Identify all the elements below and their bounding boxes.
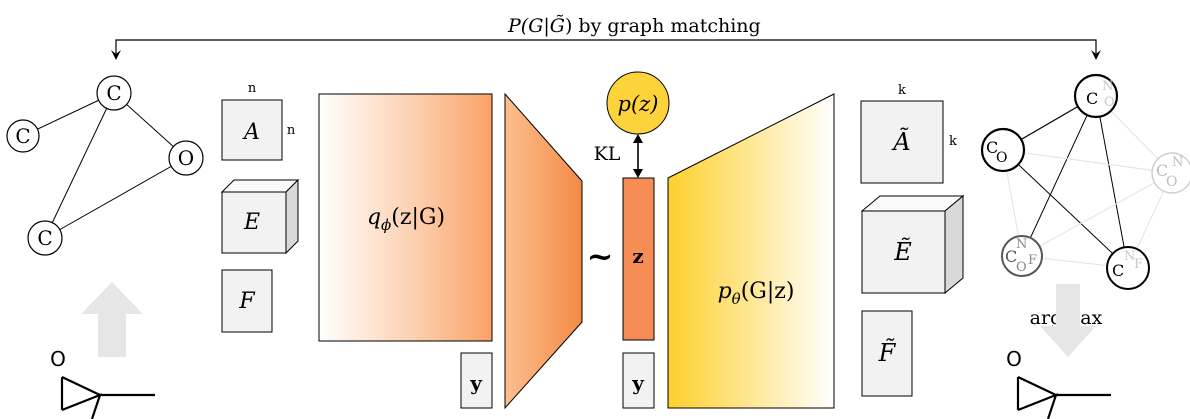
up-arrowhead-icon xyxy=(633,134,643,143)
svg-text:O: O xyxy=(1016,260,1027,275)
input-molecule: O xyxy=(50,347,155,419)
oxygen-atom-label: O xyxy=(50,347,66,371)
encoder-block: qϕ(z|G) xyxy=(318,93,493,342)
left-arrowhead-icon xyxy=(111,50,121,60)
matrix-dim-top: n xyxy=(248,81,257,96)
svg-text:O: O xyxy=(1104,95,1115,110)
decoder-block: pθ(G|z) xyxy=(667,93,835,409)
graph-node: C N O F xyxy=(1001,235,1043,277)
node-features-symbol: F̃ xyxy=(878,339,897,367)
latent-condition-box: y xyxy=(622,352,655,409)
svg-text:O: O xyxy=(178,146,194,170)
prior-node: p(z) xyxy=(606,71,670,135)
svg-text:C: C xyxy=(106,81,121,105)
svg-text:C: C xyxy=(15,124,30,148)
down-arrowhead-icon xyxy=(633,169,643,178)
oxygen-atom-label: O xyxy=(1006,347,1022,371)
graph-node: O xyxy=(168,140,204,176)
graph-matching-connector: P(G|G̃) by graph matching xyxy=(111,14,1101,60)
graph-matching-label: P(G|G̃) by graph matching xyxy=(507,15,761,37)
latent-z-block: z xyxy=(622,177,655,341)
svg-text:C: C xyxy=(1112,261,1124,280)
right-arrowhead-icon xyxy=(1091,50,1101,60)
edge-tensor-symbol: E xyxy=(243,210,260,235)
svg-text:C: C xyxy=(986,138,998,157)
svg-text:O: O xyxy=(1166,174,1177,190)
edge-tensor-symbol: Ẽ xyxy=(893,237,912,266)
input-graph: C C O C xyxy=(6,75,204,256)
svg-text:N: N xyxy=(1172,155,1183,170)
svg-text:N: N xyxy=(1124,249,1135,264)
matrix-dim-side: n xyxy=(287,123,296,138)
output-graph: C N O C O C N O C N O F C N F xyxy=(980,73,1190,290)
adjacency-symbol: Ã xyxy=(891,127,910,156)
graph-node: C N F xyxy=(1106,246,1150,290)
graph-node: C N O xyxy=(1073,73,1119,119)
decoder-label: pθ(G|z) xyxy=(718,279,795,308)
latent-z-label: z xyxy=(632,244,643,268)
kl-connector: KL xyxy=(594,134,643,178)
input-node-features: F xyxy=(221,269,273,333)
down-arrow-icon xyxy=(1040,284,1096,357)
svg-text:F: F xyxy=(1028,253,1037,268)
svg-text:F: F xyxy=(1134,257,1143,272)
svg-text:C: C xyxy=(37,226,52,250)
output-node-features: F̃ xyxy=(861,310,913,397)
graph-node: C N O xyxy=(1151,152,1190,194)
encoder-label: qϕ(z|G) xyxy=(367,205,445,234)
encoder-condition-box: y xyxy=(460,352,493,409)
output-adjacency-matrix: k Ã k xyxy=(860,83,957,184)
kl-label: KL xyxy=(594,143,621,165)
matrix-dim-side: k xyxy=(949,134,957,149)
svg-text:C: C xyxy=(1086,89,1098,108)
node-features-symbol: F xyxy=(238,289,255,314)
condition-y-label: y xyxy=(469,371,483,395)
graph-node: C xyxy=(96,75,132,111)
input-adjacency-matrix: n A n xyxy=(221,81,296,161)
graph-node: C xyxy=(27,220,63,256)
svg-text:C: C xyxy=(1156,161,1168,180)
svg-text:C: C xyxy=(1005,247,1017,266)
encoder-output-layer xyxy=(504,92,583,410)
condition-y-label: y xyxy=(631,371,645,395)
sampling-tilde: ~ xyxy=(587,237,614,275)
output-molecule: O xyxy=(1006,347,1111,419)
input-edge-tensor: E xyxy=(220,178,300,255)
adjacency-symbol: A xyxy=(242,120,260,145)
graph-node: C O xyxy=(980,127,1026,173)
svg-text:N: N xyxy=(1016,237,1027,252)
graph-node: C xyxy=(6,119,40,153)
prior-label: p(z) xyxy=(618,92,659,116)
svg-text:O: O xyxy=(996,150,1007,166)
matrix-dim-top: k xyxy=(898,83,906,98)
up-arrow-icon xyxy=(81,282,143,357)
output-edge-tensor: Ẽ xyxy=(860,194,965,295)
svg-text:N: N xyxy=(1102,79,1113,94)
